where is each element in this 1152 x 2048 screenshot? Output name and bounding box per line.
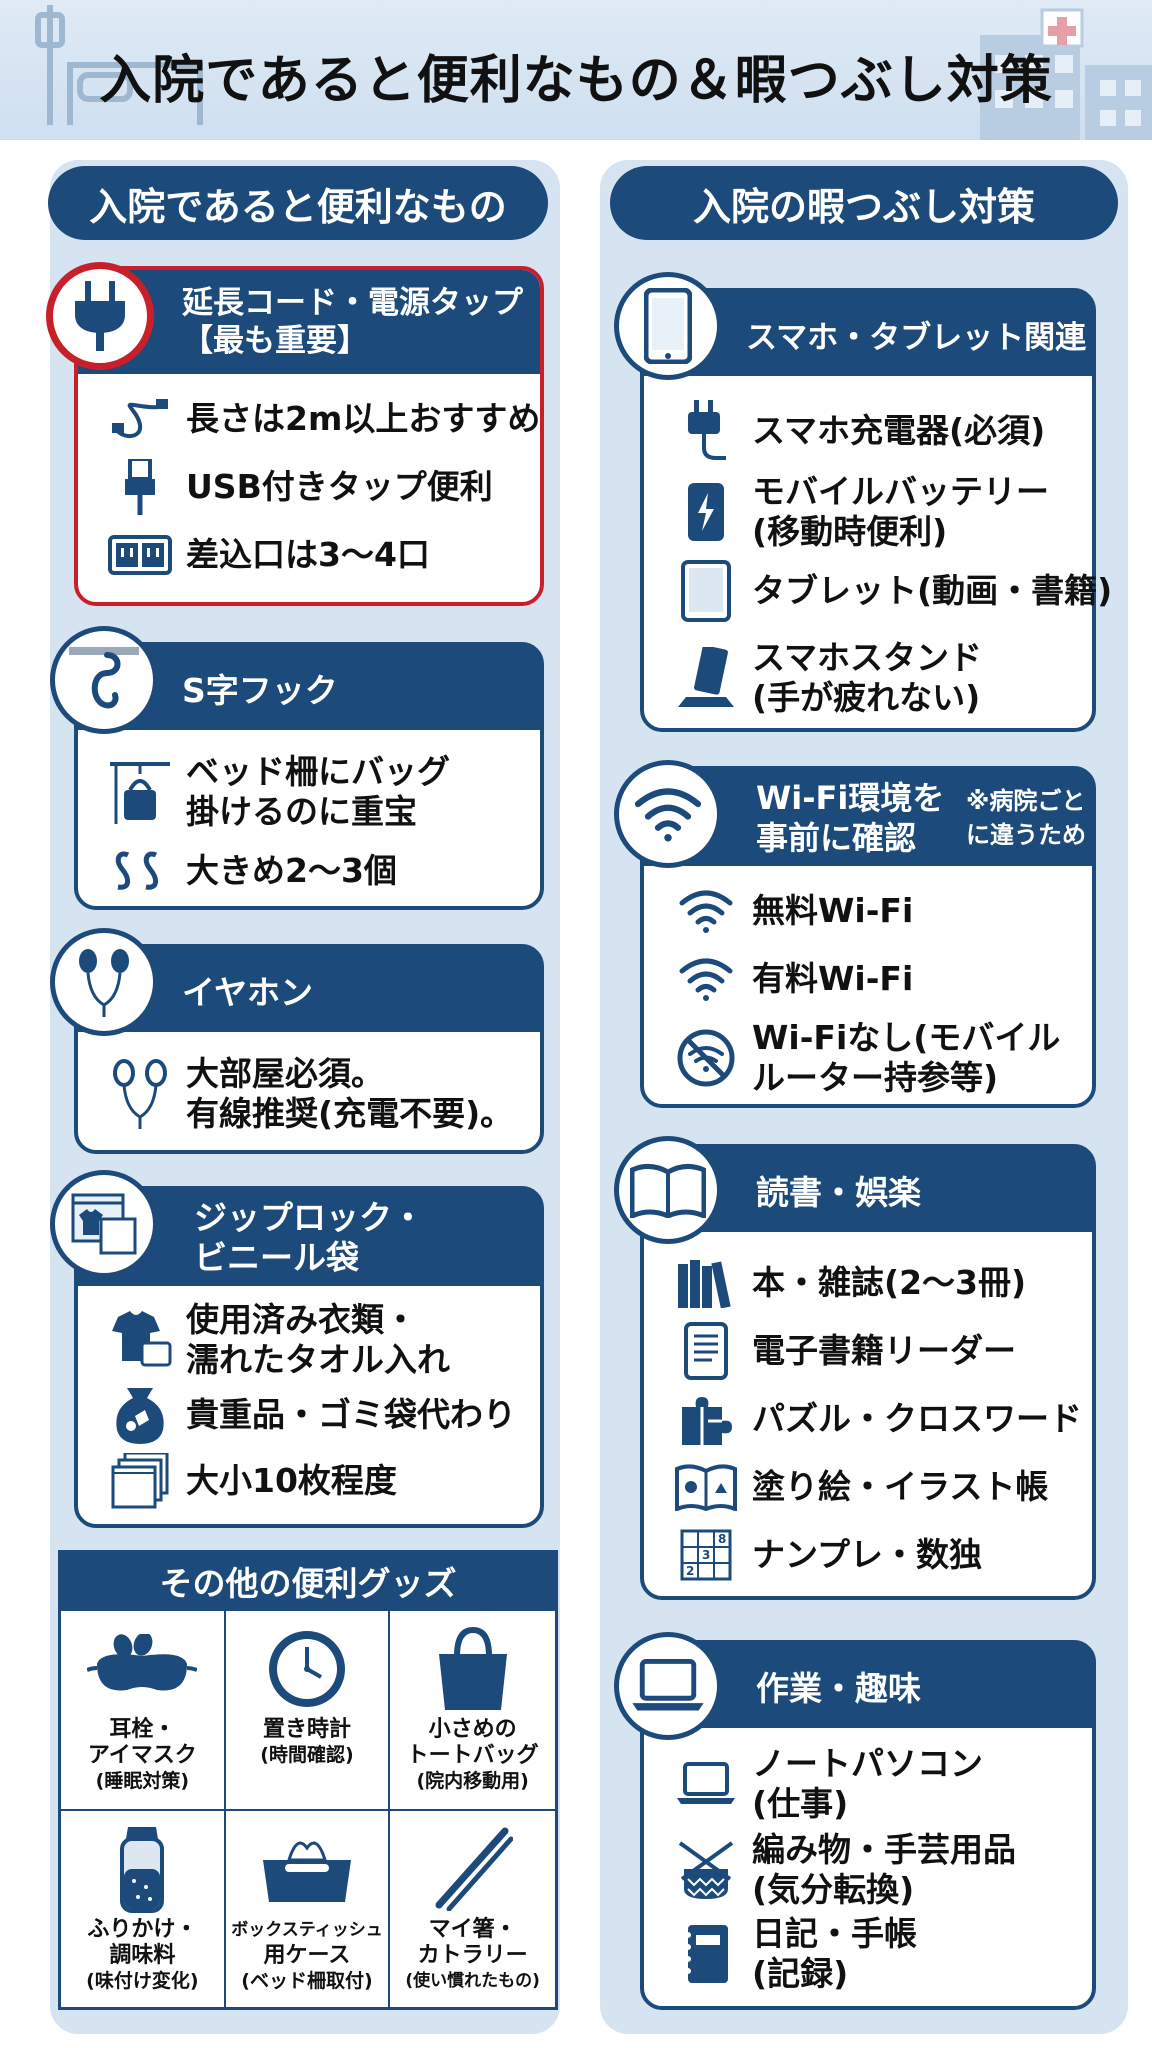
s-hooks-icon: [108, 842, 172, 900]
puzzle-icon: [674, 1390, 738, 1448]
list-item: ベッド柵にバッグ掛けるのに重宝: [108, 752, 450, 832]
s-hook-icon: [50, 626, 158, 734]
card-s-hook: S字フック ベッド柵にバッグ掛けるのに重宝 大きめ2〜3個: [74, 642, 544, 910]
outlet-icon: [108, 526, 172, 584]
hospital-building-icon: [980, 8, 1152, 140]
laptop-icon: [614, 1632, 722, 1740]
list-item: USB付きタップ便利: [108, 458, 493, 516]
list-item: 使用済み衣類・濡れたタオル入れ: [108, 1300, 450, 1380]
eye-mask-icon: [87, 1621, 198, 1717]
wifi-note: ※病院ごとに違うため: [966, 787, 1086, 849]
card-zip-bags: ジップロック・ ビニール袋 使用済み衣類・濡れたタオル入れ 貴重品・ゴミ袋代わり…: [74, 1186, 544, 1528]
list-item: 差込口は3〜4口: [108, 526, 430, 584]
card-title: S字フック: [182, 671, 338, 710]
list-item: 電子書籍リーダー: [674, 1322, 1016, 1380]
coloring-book-icon: [674, 1458, 738, 1516]
list-item: モバイルバッテリー(移動時便利): [674, 472, 1049, 552]
card-header: 延長コード・電源タップ 【最も重要】: [78, 270, 540, 374]
smartphone-icon: [614, 272, 722, 380]
stacked-bags-icon: [108, 1452, 172, 1510]
open-book-icon: [614, 1136, 722, 1244]
list-item: 有料Wi-Fi: [674, 950, 913, 1008]
list-item: 大部屋必須。有線推奨(充電不要)。: [108, 1054, 513, 1134]
list-item: 日記・手帳(記録): [674, 1914, 917, 1994]
list-item: 長さは2m以上おすすめ: [108, 390, 540, 448]
earphones-icon: [50, 928, 158, 1036]
bag-on-rail-icon: [108, 762, 172, 824]
wifi-small-icon: [674, 882, 738, 940]
card-reading: 読書・娯楽 本・雑誌(2〜3冊) 電子書籍リーダー パズル・クロスワード 塗り絵…: [640, 1144, 1096, 1600]
right-column-title: 入院の暇つぶし対策: [610, 166, 1118, 240]
other-goods-grid: その他の便利グッズ 耳栓・ アイマスク (睡眠対策) 置き時計 (時間確認) 小…: [58, 1550, 558, 2010]
card-title: スマホ・タブレット関連: [746, 319, 1087, 356]
left-column-title: 入院であると便利なもの: [48, 166, 548, 240]
usb-icon: [108, 458, 172, 516]
tissue-box-icon: [259, 1821, 355, 1917]
list-item: パズル・クロスワード: [674, 1390, 1082, 1448]
tablet-icon: [674, 560, 738, 622]
list-item: Wi-Fiなし(モバイルルーター持参等): [674, 1018, 1060, 1098]
list-item: タブレット(動画・書籍): [674, 560, 1112, 622]
card-title-line2: 【最も重要】: [182, 323, 368, 359]
list-item: 大小10枚程度: [108, 1452, 397, 1510]
grid-cell: 小さめの トートバッグ (院内移動用): [390, 1609, 555, 1809]
other-goods-title: その他の便利グッズ: [61, 1553, 555, 1609]
list-item: スマホスタンド(手が疲れない): [674, 638, 982, 718]
wifi-small-icon: [674, 950, 738, 1008]
charger-icon: [674, 400, 738, 460]
shaker-icon: [114, 1821, 170, 1917]
grid-cell: ふりかけ・ 調味料 (味付け変化): [61, 1809, 226, 2009]
list-item: ノートパソコン(仕事): [674, 1744, 983, 1824]
garbage-bag-icon: [108, 1386, 172, 1444]
wifi-icon: [614, 760, 722, 868]
knitting-icon: [674, 1841, 738, 1899]
clock-icon: [265, 1621, 349, 1717]
card-title: イヤホン: [182, 973, 314, 1012]
notebook-icon: [674, 1925, 738, 1983]
clothes-icon: [108, 1311, 172, 1369]
phone-stand-icon: [674, 647, 738, 707]
card-title-line1: 延長コード・電源タップ: [182, 285, 523, 321]
card-extension-cord: 延長コード・電源タップ 【最も重要】 長さは2m以上おすすめ USB付きタップ便…: [74, 266, 544, 606]
plug-icon: [46, 262, 154, 370]
hospital-bed-icon: [35, 5, 203, 125]
card-title: 読書・娯楽: [756, 1173, 921, 1212]
card-smartphone-tablet: スマホ・タブレット関連 スマホ充電器(必須) モバイルバッテリー(移動時便利) …: [640, 288, 1112, 732]
cable-icon: [108, 390, 172, 448]
laptop-small-icon: [674, 1755, 738, 1813]
header-banner: 入院であると便利なもの＆暇つぶし対策: [0, 0, 1152, 140]
card-title-line2: ビニール袋: [194, 1238, 359, 1277]
books-icon: [674, 1254, 738, 1312]
card-title-line2: 事前に確認: [756, 819, 917, 857]
list-item: 無料Wi-Fi: [674, 882, 913, 940]
list-item: 編み物・手芸用品(気分転換): [674, 1830, 1016, 1910]
card-title: 作業・趣味: [756, 1669, 921, 1708]
list-item: 塗り絵・イラスト帳: [674, 1458, 1048, 1516]
list-item: 貴重品・ゴミ袋代わり: [108, 1386, 516, 1444]
chopsticks-icon: [433, 1821, 513, 1917]
earphones-small-icon: [108, 1059, 172, 1129]
list-item: 本・雑誌(2〜3冊): [674, 1254, 1026, 1312]
zip-bag-icon: [50, 1170, 158, 1278]
list-item: 大きめ2〜3個: [108, 842, 397, 900]
svg-text:8: 8: [718, 1532, 726, 1546]
grid-cell: 置き時計 (時間確認): [225, 1609, 391, 1809]
grid-cell: ボックスティッシュ 用ケース (ベッド柵取付): [225, 1809, 391, 2009]
grid-cell: マイ箸・ カトラリー (使い慣れたもの): [390, 1809, 555, 2009]
svg-text:2: 2: [686, 1564, 694, 1578]
no-wifi-icon: [674, 1029, 738, 1087]
svg-text:3: 3: [702, 1548, 710, 1562]
battery-icon: [674, 483, 738, 541]
ereader-icon: [674, 1322, 738, 1380]
list-item: スマホ充電器(必須): [674, 400, 1045, 460]
card-title-line1: ジップロック・: [194, 1198, 425, 1237]
grid-cell: 耳栓・ アイマスク (睡眠対策): [61, 1609, 226, 1809]
page-title: 入院であると便利なもの＆暇つぶし対策: [99, 51, 1053, 111]
tote-bag-icon: [433, 1621, 513, 1717]
card-title-line1: Wi-Fi環境を: [756, 779, 945, 817]
card-header: スマホ・タブレット関連: [644, 292, 1092, 376]
